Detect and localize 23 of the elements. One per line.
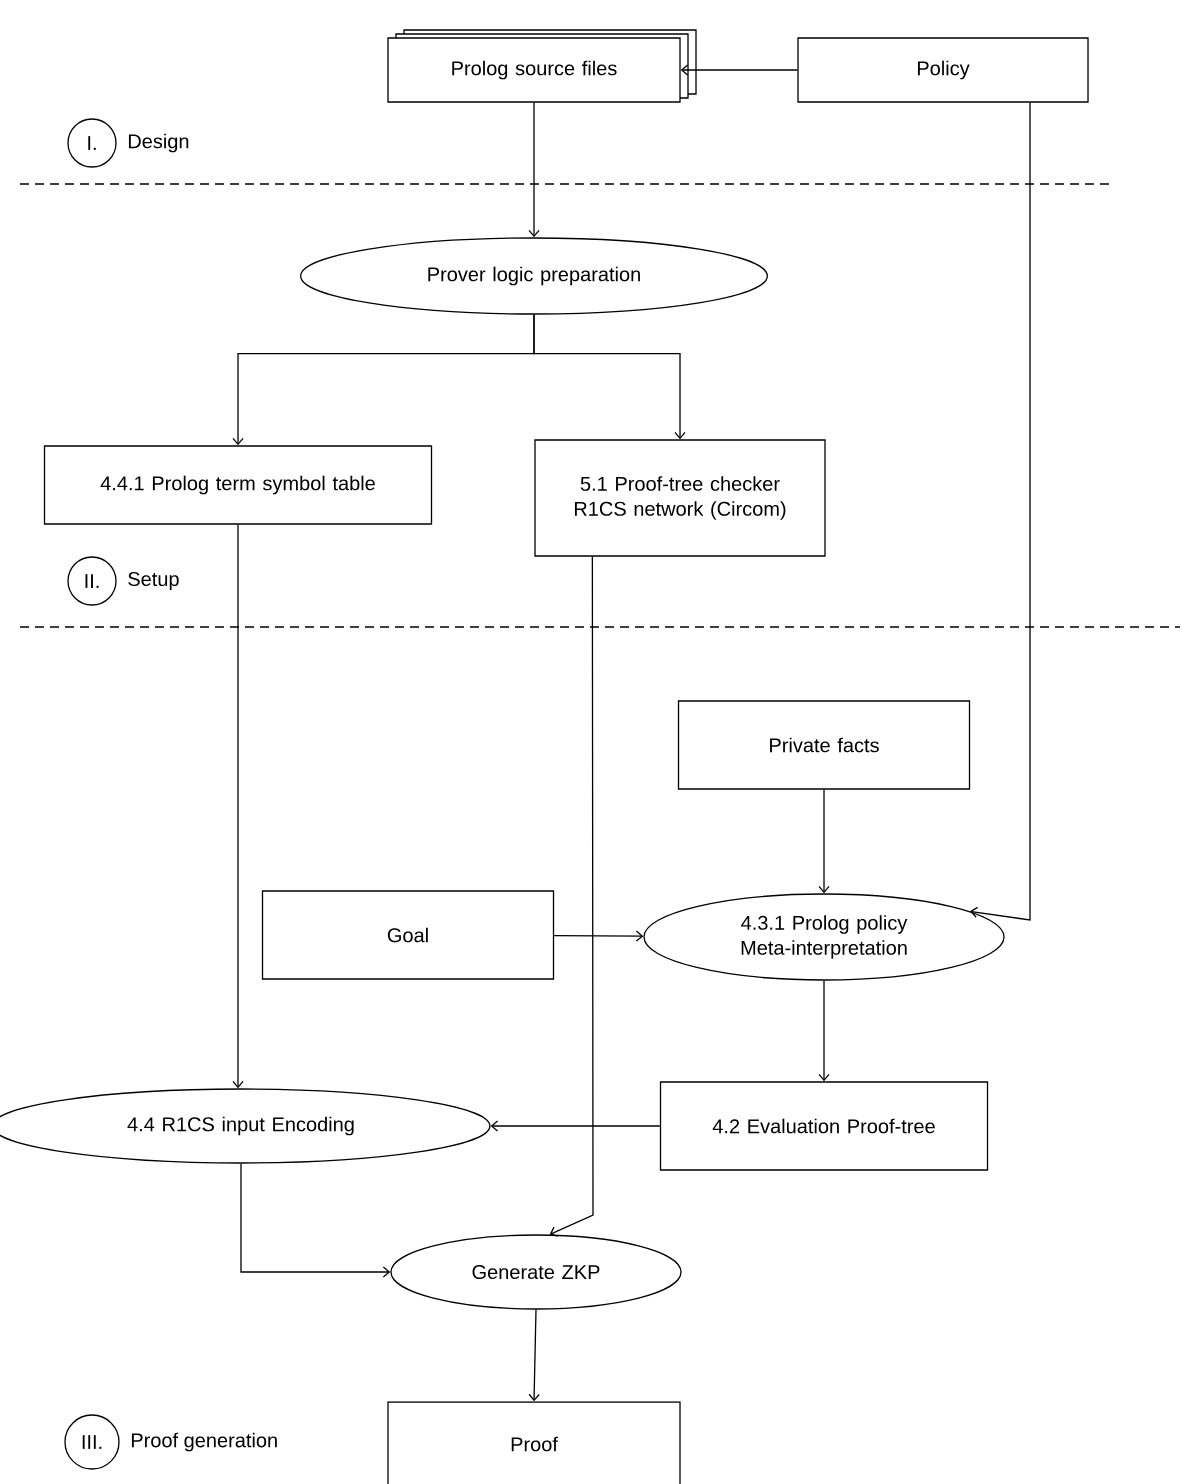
- process-box: Goal: [261, 890, 555, 980]
- arrow: [490, 1120, 661, 1132]
- arrow: [818, 980, 830, 1082]
- arrow: [969, 102, 1031, 921]
- arrow: [680, 64, 798, 76]
- arrow: [818, 789, 830, 894]
- process-box: Proof: [387, 1401, 681, 1484]
- process-box: 5.1 Proof-tree checker R1CS network (Circom): [534, 439, 826, 557]
- arrow: [549, 556, 594, 1237]
- phase-label: Proof generation: [131, 1432, 277, 1452]
- process-box: 4.2 Evaluation Proof-tree: [659, 1081, 989, 1171]
- phase-label: Design: [128, 133, 189, 153]
- stacked-file-box: Prolog source files: [387, 29, 697, 103]
- arrow: [232, 524, 244, 1089]
- arrow: [528, 102, 540, 238]
- process-box: 4.4.1 Prolog term symbol table: [43, 445, 433, 525]
- process-box: Private facts: [677, 700, 971, 790]
- arrow: [528, 1309, 540, 1402]
- arrow: [240, 1163, 391, 1278]
- process-box: Policy: [797, 37, 1089, 103]
- phase-label: Setup: [128, 571, 179, 591]
- arrow: [553, 930, 644, 942]
- arrow: [533, 314, 686, 440]
